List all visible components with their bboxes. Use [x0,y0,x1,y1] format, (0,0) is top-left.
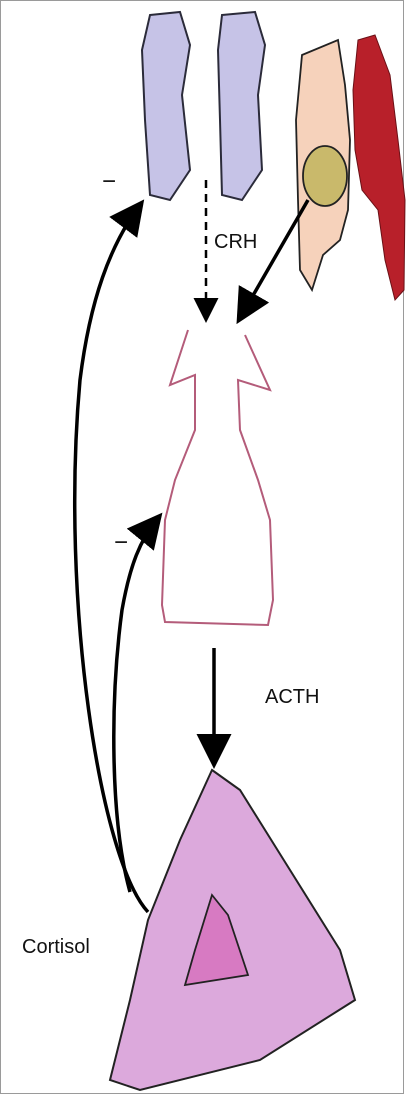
hypothalamic-nucleus [303,146,347,206]
brain-region [296,35,405,300]
nucleus-to-pituitary-arrow [240,200,308,318]
crh-label: CRH [214,231,257,253]
hypothalamus-right-lobe [218,12,265,200]
adrenal-gland [110,770,355,1090]
cortisol-feedback-to-hypothalamus-arrow [75,205,148,912]
acth-label: ACTH [265,686,319,708]
hypothalamus [142,12,265,200]
pituitary-gland [162,330,273,625]
hypothalamus-left-lobe [142,12,190,200]
minus-sign-upper: − [102,168,116,195]
minus-sign-lower: − [114,529,128,556]
red-brain-structure [353,35,405,300]
cortisol-feedback-to-pituitary-arrow [114,518,158,892]
cortisol-label: Cortisol [22,936,90,958]
